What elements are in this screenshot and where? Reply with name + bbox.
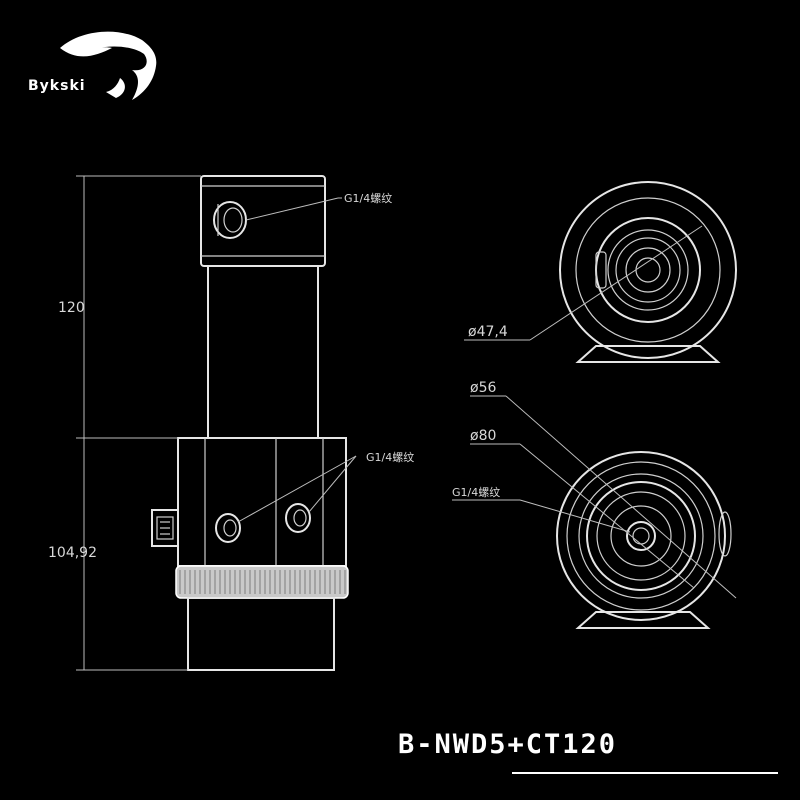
product-code: B-NWD5+CT120 xyxy=(398,729,617,760)
dragon-icon xyxy=(60,31,157,101)
height-bottom-label: 104,92 xyxy=(48,545,97,561)
brand-logo: Bykski xyxy=(28,31,157,101)
top-view: ø47,4 xyxy=(464,181,737,363)
thread-top-label: G1/4螺纹 xyxy=(344,191,392,205)
height-top-label: 120 xyxy=(58,300,85,316)
dia-front-outer-label: ø56 xyxy=(470,380,496,396)
brand-name: Bykski xyxy=(28,78,86,94)
side-view: 120 104,92 G1/4螺纹 G1/4螺纹 xyxy=(48,175,414,671)
thread-side-label: G1/4螺纹 xyxy=(366,450,414,464)
front-view: ø56 ø80 G1/4螺纹 xyxy=(452,380,737,629)
dia-front-large-label: ø80 xyxy=(470,428,496,444)
dia-top-view-label: ø47,4 xyxy=(468,324,508,340)
thread-front-label: G1/4螺纹 xyxy=(452,485,500,499)
